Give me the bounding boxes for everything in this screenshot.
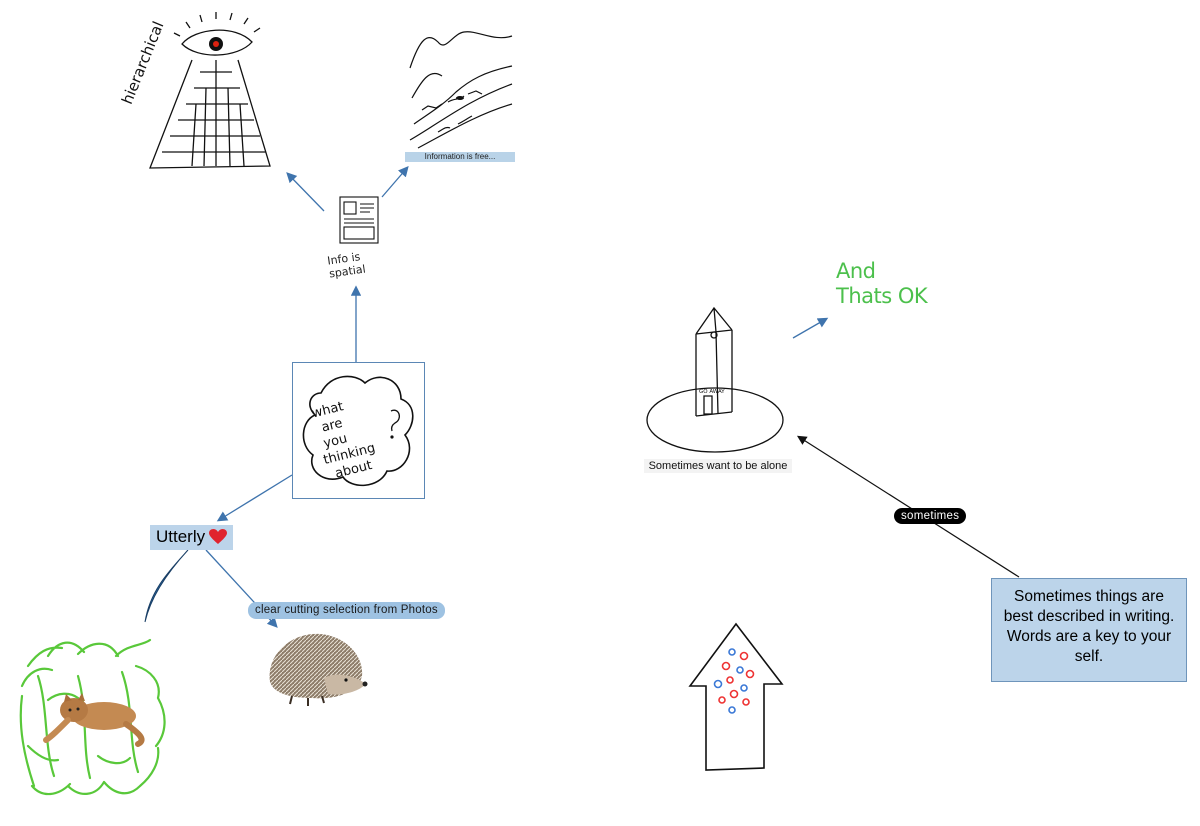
thought-bubble-drawing bbox=[302, 375, 414, 487]
connector-thinking-to-utterly bbox=[216, 474, 293, 522]
lonely-tower-drawing[interactable]: GO AWAY bbox=[644, 300, 786, 456]
house-arrow-drawing[interactable] bbox=[688, 622, 784, 772]
tower-sign-text: GO AWAY bbox=[699, 389, 725, 395]
utterly-text: Utterly bbox=[156, 527, 206, 546]
ink-swoosh bbox=[144, 549, 189, 623]
heart-icon bbox=[209, 529, 228, 544]
connector-tower-to-ok bbox=[792, 317, 829, 339]
grass-cat-drawing[interactable] bbox=[18, 636, 168, 806]
document-sketch-icon[interactable] bbox=[336, 195, 382, 247]
connector-note-to-tower bbox=[796, 435, 1020, 578]
sometimes-alone-caption: Sometimes want to be alone bbox=[644, 459, 792, 473]
mountain-landscape-drawing[interactable] bbox=[408, 28, 518, 150]
thats-ok-words: Thats OK bbox=[836, 284, 928, 308]
hedgehog-image[interactable] bbox=[262, 624, 370, 710]
sometimes-pill[interactable]: sometimes bbox=[894, 508, 967, 524]
and-word: And bbox=[836, 259, 876, 283]
thinking-card[interactable]: what are you thinking about bbox=[292, 362, 425, 499]
information-free-caption: Information is free... bbox=[405, 152, 515, 162]
connector-spatial-to-landscape bbox=[381, 166, 409, 198]
and-thats-ok-label: And Thats OK bbox=[836, 259, 928, 309]
utterly-label[interactable]: Utterly bbox=[150, 525, 234, 550]
dots-pattern bbox=[713, 648, 755, 714]
clear-cutting-pill[interactable]: clear cutting selection from Photos bbox=[248, 602, 445, 619]
writing-note-box[interactable]: Sometimes things are best described in w… bbox=[991, 578, 1187, 682]
hierarchy-pyramid-drawing[interactable] bbox=[140, 6, 285, 176]
connector-spatial-to-pyramid bbox=[286, 172, 325, 212]
cat-image bbox=[43, 693, 145, 747]
